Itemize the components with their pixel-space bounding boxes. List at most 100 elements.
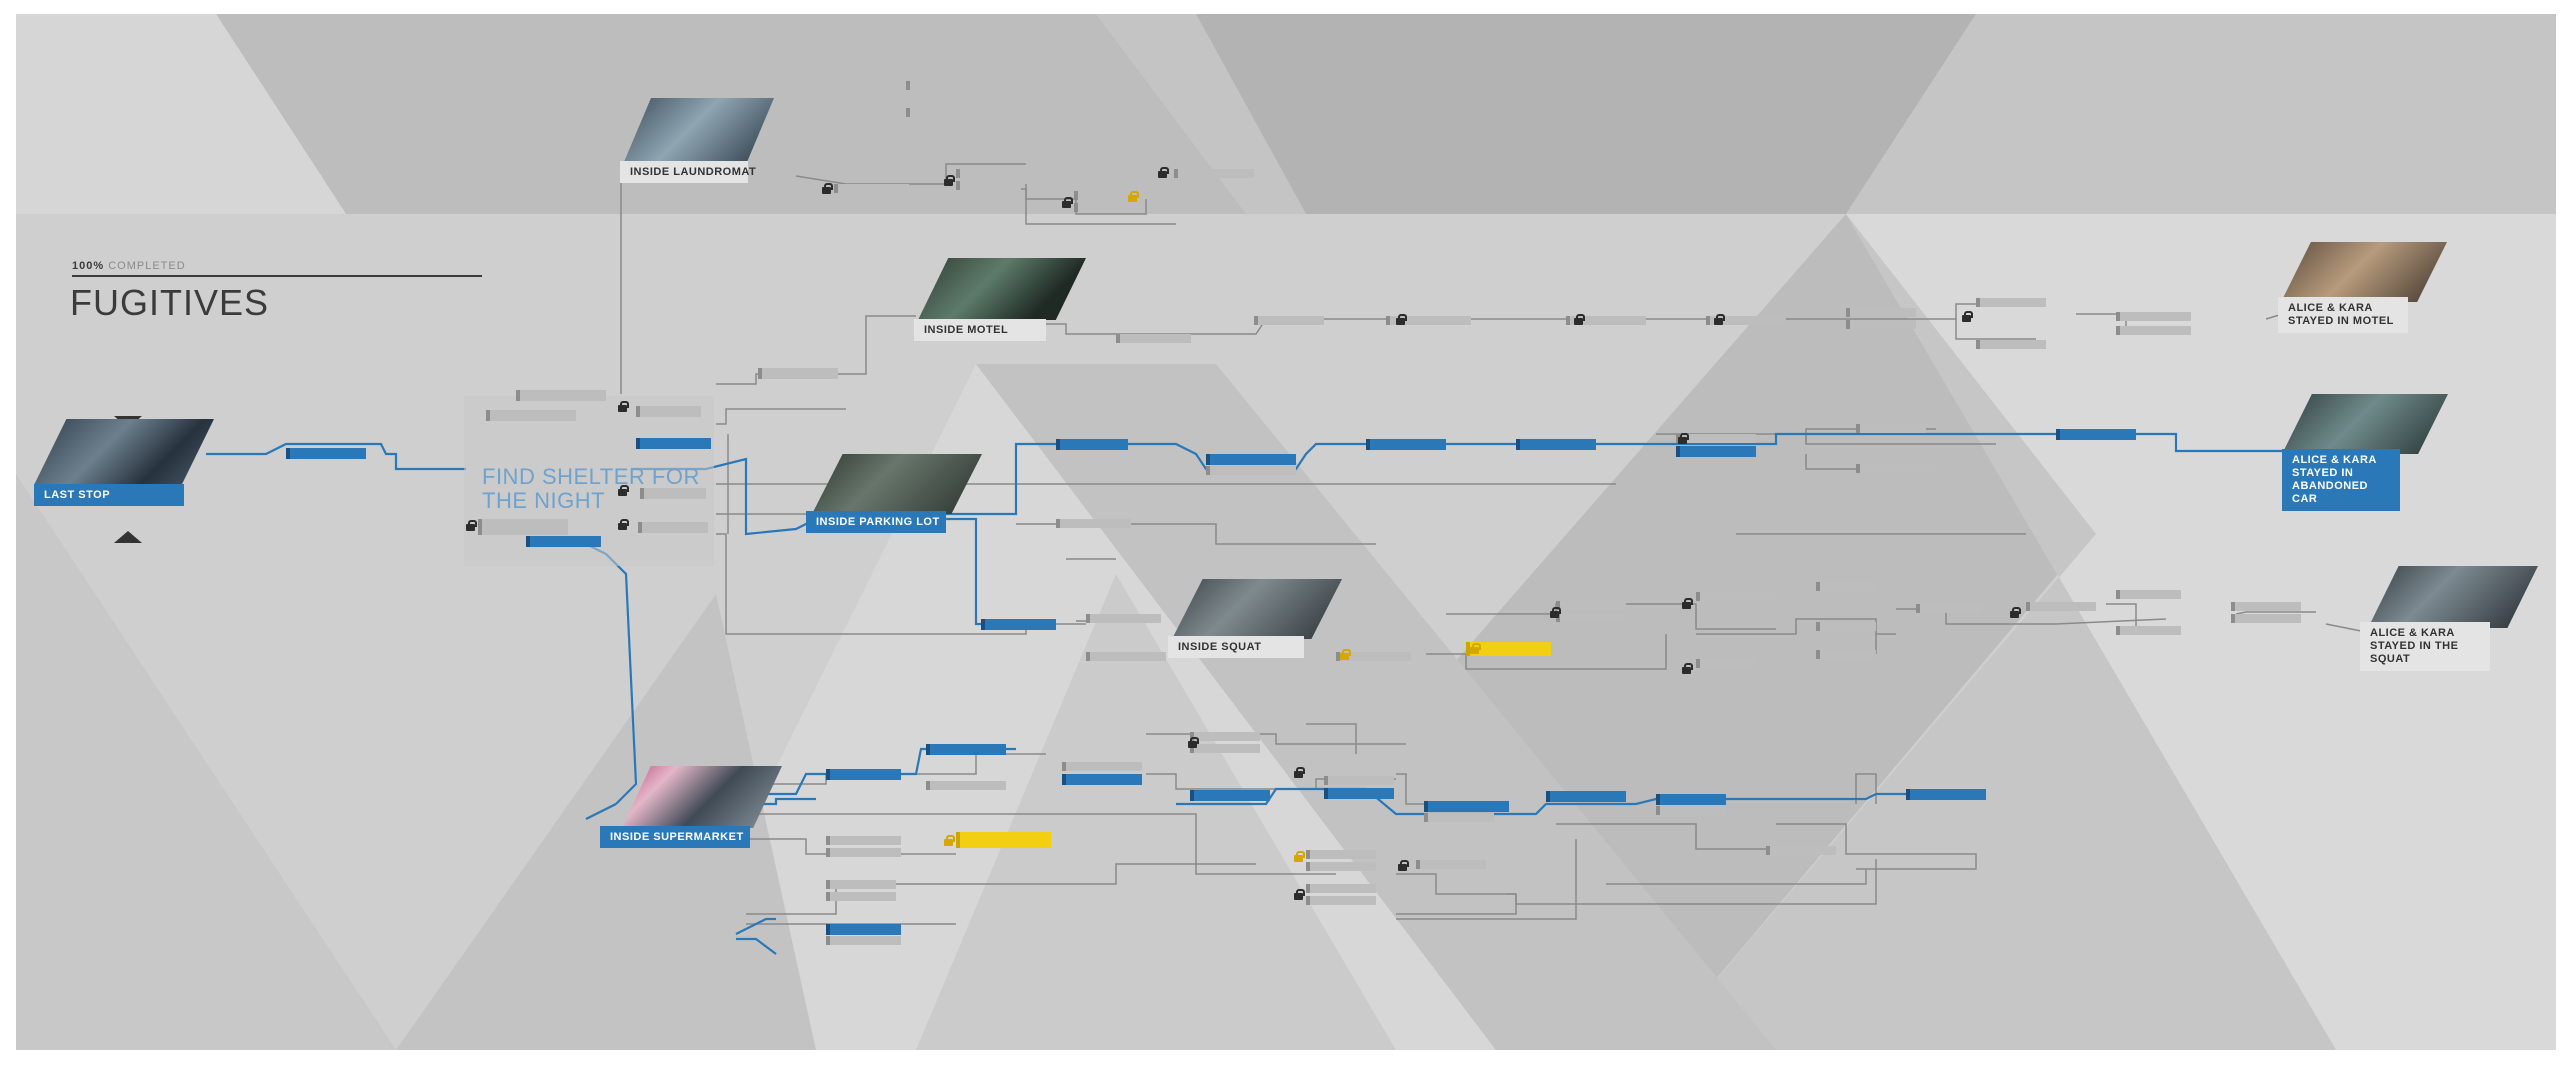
flow-node[interactable] bbox=[1190, 744, 1260, 753]
laundromat-thumbnail[interactable] bbox=[624, 98, 774, 162]
flow-node[interactable] bbox=[1306, 862, 1376, 871]
squat-thumbnail[interactable] bbox=[1172, 579, 1342, 639]
flow-node[interactable] bbox=[1306, 896, 1376, 905]
flow-node[interactable] bbox=[1656, 806, 1726, 815]
flow-node[interactable] bbox=[1424, 813, 1494, 822]
parking-lot-thumbnail[interactable] bbox=[812, 454, 982, 514]
flow-node[interactable] bbox=[1516, 439, 1596, 450]
flow-node[interactable] bbox=[1676, 446, 1756, 457]
flow-node[interactable] bbox=[906, 81, 991, 90]
flow-node[interactable] bbox=[1056, 439, 1128, 450]
flow-node[interactable] bbox=[1416, 860, 1486, 869]
ending-abandoned-car-thumbnail[interactable] bbox=[2282, 394, 2448, 454]
flow-node[interactable] bbox=[981, 619, 1056, 630]
flow-node[interactable] bbox=[1546, 791, 1626, 802]
ending-abandoned-car[interactable]: ALICE & KARA STAYED IN ABANDONED CAR bbox=[2282, 449, 2400, 511]
flow-node[interactable] bbox=[1254, 316, 1324, 325]
flow-node[interactable] bbox=[2116, 590, 2181, 599]
flow-node[interactable] bbox=[826, 848, 901, 857]
flow-node[interactable] bbox=[834, 184, 909, 193]
flow-node[interactable] bbox=[478, 519, 568, 535]
flow-node[interactable] bbox=[1306, 850, 1376, 859]
flow-node[interactable] bbox=[1324, 776, 1394, 785]
flow-node[interactable] bbox=[1916, 604, 1981, 613]
flow-node[interactable] bbox=[2026, 602, 2096, 611]
flow-node[interactable] bbox=[2056, 429, 2136, 440]
flow-node[interactable] bbox=[2231, 614, 2301, 623]
flow-node[interactable] bbox=[1556, 601, 1626, 610]
flow-node[interactable] bbox=[1086, 652, 1166, 661]
flow-node[interactable] bbox=[1306, 884, 1376, 893]
flow-node[interactable] bbox=[638, 522, 708, 533]
flow-node[interactable] bbox=[926, 781, 1006, 790]
flow-node[interactable] bbox=[486, 410, 576, 421]
flow-node[interactable] bbox=[1062, 762, 1142, 771]
ending-squat[interactable]: ALICE & KARA STAYED IN THE SQUAT bbox=[2360, 622, 2490, 671]
flow-node[interactable] bbox=[1696, 659, 1756, 668]
flow-node[interactable] bbox=[1856, 464, 1936, 473]
flow-node[interactable] bbox=[956, 832, 1051, 848]
flow-node[interactable] bbox=[1336, 652, 1411, 661]
flow-node[interactable] bbox=[1906, 789, 1986, 800]
flow-node[interactable] bbox=[1976, 340, 2046, 349]
flow-node[interactable] bbox=[1856, 424, 1926, 433]
ending-motel-thumbnail[interactable] bbox=[2281, 242, 2447, 302]
flow-node[interactable] bbox=[1556, 613, 1626, 622]
supermarket-thumbnail[interactable] bbox=[622, 766, 782, 828]
flow-node[interactable] bbox=[1324, 788, 1394, 799]
flow-node[interactable] bbox=[516, 390, 606, 401]
scene-last-stop[interactable]: LAST STOP bbox=[34, 484, 184, 506]
scene-inside-parking-lot[interactable]: INSIDE PARKING LOT bbox=[806, 511, 946, 533]
scene-inside-laundromat[interactable]: INSIDE LAUNDROMAT bbox=[620, 161, 756, 183]
flow-node[interactable] bbox=[2116, 626, 2181, 635]
flow-node[interactable] bbox=[758, 368, 838, 379]
ending-squat-thumbnail[interactable] bbox=[2368, 566, 2538, 628]
flow-node[interactable] bbox=[1846, 320, 1916, 329]
flow-node[interactable] bbox=[1206, 466, 1296, 475]
flow-node[interactable] bbox=[1816, 582, 1876, 591]
flow-node[interactable] bbox=[956, 181, 1021, 190]
flow-node[interactable] bbox=[826, 836, 901, 845]
flow-node[interactable] bbox=[1074, 203, 1139, 212]
flow-node[interactable] bbox=[1366, 439, 1446, 450]
motel-thumbnail[interactable] bbox=[918, 258, 1086, 320]
scene-inside-motel[interactable]: INSIDE MOTEL bbox=[914, 319, 1046, 341]
scene-inside-supermarket[interactable]: INSIDE SUPERMARKET bbox=[600, 826, 750, 848]
flow-node[interactable] bbox=[1466, 642, 1551, 656]
flow-node[interactable] bbox=[826, 769, 901, 780]
flow-node[interactable] bbox=[2231, 602, 2301, 611]
flow-node[interactable] bbox=[526, 536, 601, 547]
scene-inside-squat[interactable]: INSIDE SQUAT bbox=[1168, 636, 1304, 658]
flow-node[interactable] bbox=[1086, 614, 1161, 623]
flow-node[interactable] bbox=[636, 438, 711, 449]
flow-node[interactable] bbox=[2116, 326, 2191, 335]
flow-node[interactable] bbox=[826, 880, 896, 889]
flow-node[interactable] bbox=[286, 448, 366, 459]
flow-node[interactable] bbox=[2116, 312, 2191, 321]
flow-node[interactable] bbox=[1074, 191, 1139, 200]
flowchart-canvas[interactable]: 100% COMPLETED FUGITIVES FIND SHELTER FO… bbox=[16, 14, 2556, 1050]
flow-node[interactable] bbox=[1190, 732, 1260, 741]
flow-node[interactable] bbox=[1116, 334, 1191, 343]
flow-node[interactable] bbox=[1386, 316, 1471, 325]
flow-node[interactable] bbox=[956, 169, 1021, 178]
flow-node[interactable] bbox=[826, 936, 901, 945]
flow-node[interactable] bbox=[1706, 316, 1786, 325]
flow-node[interactable] bbox=[1976, 298, 2046, 307]
flow-node[interactable] bbox=[1206, 454, 1296, 465]
flow-node[interactable] bbox=[1566, 316, 1646, 325]
flow-node[interactable] bbox=[1816, 622, 1876, 631]
flow-node[interactable] bbox=[1656, 794, 1726, 805]
flow-node[interactable] bbox=[1174, 169, 1254, 178]
flow-node[interactable] bbox=[1062, 774, 1142, 785]
flow-node[interactable] bbox=[1766, 846, 1836, 855]
flow-node[interactable] bbox=[1056, 519, 1131, 528]
flow-node[interactable] bbox=[1696, 592, 1776, 601]
flow-node[interactable] bbox=[826, 924, 901, 935]
flow-node[interactable] bbox=[1190, 790, 1270, 801]
flow-node[interactable] bbox=[636, 406, 701, 417]
flow-node[interactable] bbox=[926, 744, 1006, 755]
flow-node[interactable] bbox=[640, 488, 706, 499]
flow-node[interactable] bbox=[826, 892, 896, 901]
flow-node[interactable] bbox=[906, 108, 991, 117]
